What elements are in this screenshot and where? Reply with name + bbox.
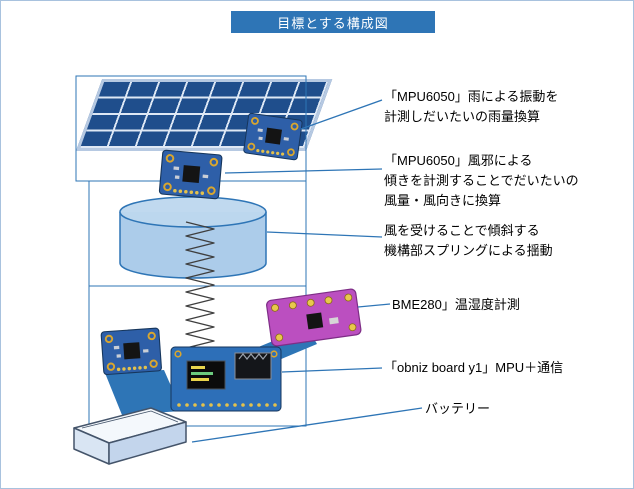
- annotation-line: 機構部スプリングによる揺動: [384, 243, 553, 258]
- annotation-line: 「obniz board y1」MPU＋通信: [384, 360, 564, 375]
- page-title: 目標とする構成図: [277, 15, 389, 31]
- callout-lines: [191, 99, 423, 443]
- annotation-spring: 風を受けることで傾斜する 機構部スプリングによる揺動: [384, 221, 553, 261]
- bme280-board-icon: [266, 288, 362, 347]
- annotation-line: 風を受けることで傾斜する: [384, 223, 540, 238]
- callout-line-rain: [300, 99, 383, 130]
- annotation-line: 計測しだいたいの雨量換算: [384, 109, 541, 124]
- mpu6050-board-middle-icon: [158, 149, 224, 200]
- annotation-rain: 「MPU6050」雨による振動を 計測しだいたいの雨量換算: [384, 87, 558, 127]
- annotation-line: 風量・風向きに換算: [384, 193, 502, 208]
- tilt-mechanism-cylinder-icon: [119, 196, 267, 279]
- title-bar: 目標とする構成図: [231, 11, 435, 33]
- callout-line-wind: [224, 168, 383, 174]
- mpu6050-board-bottom-icon: [100, 327, 163, 376]
- annotation-line: バッテリー: [425, 401, 491, 416]
- section-frame-bottom: [88, 285, 307, 427]
- annotation-line: BME280」温湿度計測: [392, 297, 520, 312]
- callout-line-spring: [266, 231, 383, 238]
- callout-line-obniz: [281, 367, 383, 373]
- mpu-stand-shape: [105, 370, 182, 415]
- mpu6050-board-top-icon: [242, 112, 304, 162]
- annotation-line: 傾きを計測することでだいたいの: [384, 173, 579, 188]
- annotation-battery: バッテリー: [425, 399, 490, 419]
- obniz-board-icon: [170, 346, 282, 412]
- battery-box-icon: [73, 407, 187, 465]
- callout-line-battery: [191, 407, 423, 443]
- callout-line-bme280: [357, 303, 391, 308]
- annotation-wind: 「MPU6050」風邪による 傾きを計測することでだいたいの 風量・風向きに換算: [384, 151, 579, 211]
- annotation-bme280: BME280」温湿度計測: [392, 295, 520, 315]
- annotation-obniz: 「obniz board y1」MPU＋通信: [384, 358, 563, 378]
- annotation-line: 「MPU6050」雨による振動を: [384, 89, 559, 104]
- annotation-line: 「MPU6050」風邪による: [384, 153, 533, 168]
- spring-coil-icon: [185, 221, 215, 354]
